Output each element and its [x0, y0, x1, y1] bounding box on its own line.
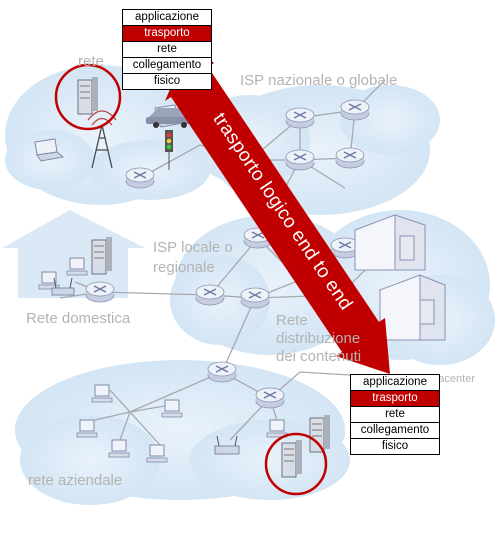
label-cdn-3: dei contenuti — [276, 348, 362, 365]
stack-layer-applicazione: applicazione — [351, 375, 439, 391]
destination-host-highlight — [264, 432, 328, 496]
stack-layer-rete: rete — [351, 407, 439, 423]
traffic-light-icon — [165, 130, 173, 170]
stack-layer-applicazione: applicazione — [123, 10, 211, 26]
label-cdn-2: distribuzione — [276, 330, 361, 347]
label-isp-local-1: ISP locale o — [153, 239, 233, 256]
stack-layer-collegamento: collegamento — [351, 423, 439, 439]
label-cdn-1: Rete — [276, 312, 308, 329]
label-enterprise-network: rete aziendale — [28, 472, 123, 489]
datacenter-buildings — [354, 214, 446, 341]
label-isp-local-2: regionale — [153, 259, 215, 276]
stack-layer-fisico: fisico — [351, 439, 439, 454]
stack-layer-rete: rete — [123, 42, 211, 58]
stack-layer-collegamento: collegamento — [123, 58, 211, 74]
wifi-access-point-icon — [51, 277, 240, 455]
label-rete: rete — [78, 53, 104, 70]
stack-layer-trasporto: trasporto — [123, 26, 211, 42]
stack-layer-fisico: fisico — [123, 74, 211, 89]
label-home-network: Rete domestica — [26, 310, 131, 327]
label-isp-global: ISP nazionale o globale — [240, 72, 398, 89]
source-host-highlight — [54, 63, 122, 131]
stack-layer-trasporto: trasporto — [351, 391, 439, 407]
home-network-house — [2, 210, 145, 298]
end-to-end-arrow — [165, 44, 390, 374]
